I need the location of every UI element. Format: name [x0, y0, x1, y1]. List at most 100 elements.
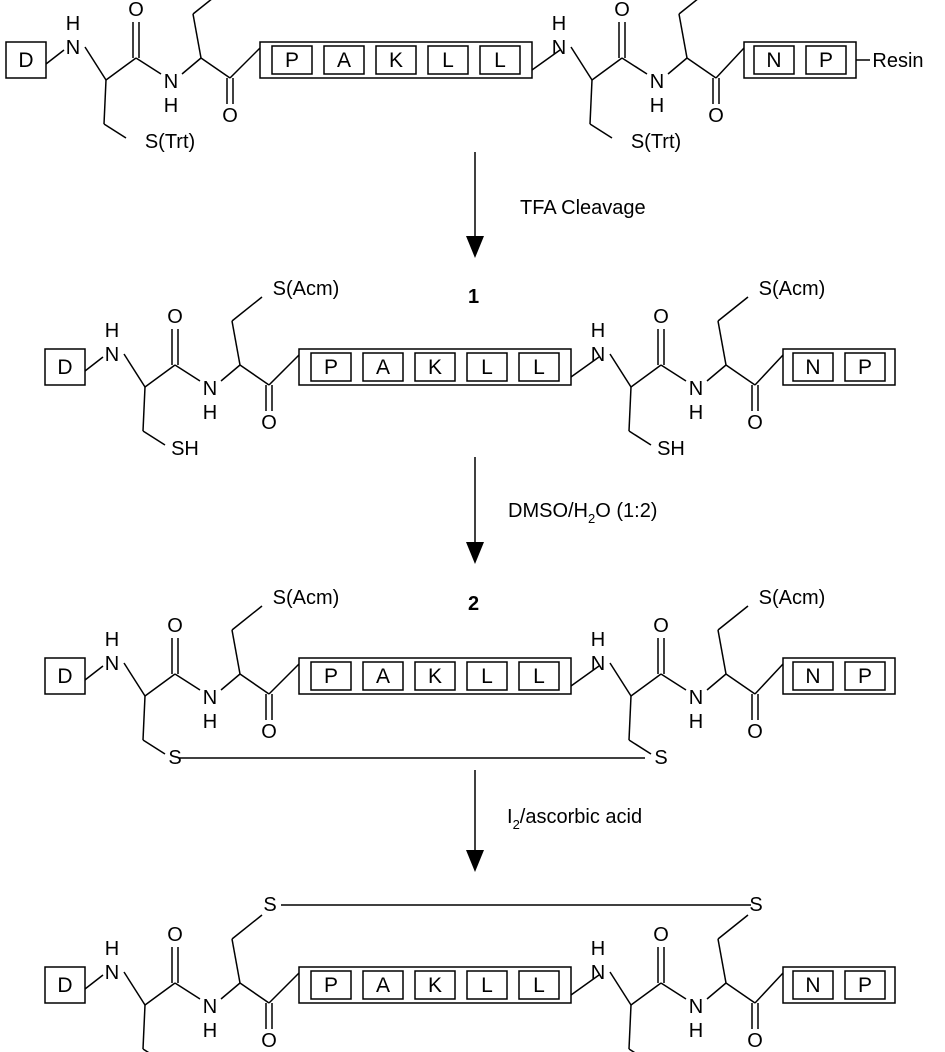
oxygen-atom: O	[167, 924, 183, 946]
nitrogen-atom: N	[591, 344, 605, 366]
residue-box: K	[414, 352, 456, 382]
residue-letter: A	[376, 665, 390, 688]
oxygen-atom: O	[708, 105, 724, 127]
residue-letter: P	[324, 665, 338, 688]
residue-letter: L	[481, 356, 493, 379]
acm-protecting-group: S(Acm)	[759, 587, 826, 609]
residue-letter: A	[376, 356, 390, 379]
nitrogen-atom: N	[591, 962, 605, 984]
residue-box: N	[792, 661, 834, 691]
residue-letter: L	[533, 665, 545, 688]
hydrogen-atom: H	[203, 402, 217, 424]
residue-box: D	[44, 966, 86, 1004]
residue-box: P	[844, 970, 886, 1000]
residue-letter: P	[858, 974, 872, 997]
residue-box: L	[466, 661, 508, 691]
trt-protecting-group: S(Trt)	[631, 131, 681, 153]
residue-box: N	[792, 352, 834, 382]
hydrogen-atom: H	[689, 1020, 703, 1042]
residue-box: D	[44, 348, 86, 386]
oxygen-atom: O	[614, 0, 630, 21]
residue-letter: L	[533, 356, 545, 379]
residue-letter: D	[18, 49, 33, 72]
residue-box: P	[844, 352, 886, 382]
compound-label-2: 2	[468, 593, 479, 615]
residue-letter: P	[858, 356, 872, 379]
residue-letter: K	[428, 356, 442, 379]
residue-box: P	[310, 661, 352, 691]
residue-letter: P	[819, 49, 833, 72]
residue-box: D	[5, 41, 47, 79]
reagent-tfa-cleavage: TFA Cleavage	[520, 197, 646, 219]
oxygen-atom: O	[747, 412, 763, 434]
sulfur-atom: S	[654, 747, 667, 769]
nitrogen-atom: N	[203, 378, 217, 400]
residue-letter: L	[481, 665, 493, 688]
peptide-resin-bound: DNHONHS(Acm)OS(Trt)PAKLLNHONHS(Acm)OS(Tr…	[5, 0, 924, 153]
residue-box: P	[805, 45, 847, 75]
nitrogen-atom: N	[66, 37, 80, 59]
oxygen-atom: O	[261, 721, 277, 743]
residue-box: L	[427, 45, 469, 75]
oxygen-atom: O	[261, 412, 277, 434]
nitrogen-atom: N	[105, 344, 119, 366]
hydrogen-atom: H	[105, 938, 119, 960]
residue-letter: N	[805, 974, 820, 997]
residue-box: A	[362, 352, 404, 382]
hydrogen-atom: H	[650, 95, 664, 117]
residue-box: P	[310, 970, 352, 1000]
residue-letter: D	[57, 356, 72, 379]
nitrogen-atom: N	[203, 996, 217, 1018]
nitrogen-atom: N	[591, 653, 605, 675]
oxygen-atom: O	[261, 1030, 277, 1052]
oxygen-atom: O	[167, 306, 183, 328]
residue-box: A	[362, 661, 404, 691]
nitrogen-atom: N	[650, 71, 664, 93]
hydrogen-atom: H	[105, 629, 119, 651]
residue-letter: D	[57, 974, 72, 997]
arrow-step-1	[466, 152, 484, 258]
residue-letter: P	[324, 974, 338, 997]
resin-label: Resin	[872, 50, 923, 72]
hydrogen-atom: H	[591, 629, 605, 651]
oxygen-atom: O	[653, 924, 669, 946]
trt-protecting-group: S(Trt)	[145, 131, 195, 153]
residue-box: L	[518, 970, 560, 1000]
arrow-step-2	[466, 457, 484, 564]
residue-letter: P	[324, 356, 338, 379]
compound-label-1: 1	[468, 286, 479, 308]
residue-letter: A	[376, 974, 390, 997]
hydrogen-atom: H	[203, 711, 217, 733]
residue-letter: K	[389, 49, 403, 72]
residue-box: L	[518, 661, 560, 691]
residue-box: A	[323, 45, 365, 75]
residue-box: K	[414, 661, 456, 691]
residue-letter: N	[805, 665, 820, 688]
residue-letter: N	[805, 356, 820, 379]
nitrogen-atom: N	[203, 687, 217, 709]
reagent-iodine-ascorbic: I2/ascorbic acid	[507, 806, 642, 832]
hydrogen-atom: H	[591, 320, 605, 342]
residue-letter: P	[285, 49, 299, 72]
residue-letter: L	[481, 974, 493, 997]
nitrogen-atom: N	[689, 687, 703, 709]
residue-box: K	[414, 970, 456, 1000]
oxygen-atom: O	[222, 105, 238, 127]
residue-box: N	[792, 970, 834, 1000]
residue-letter: L	[442, 49, 454, 72]
residue-letter: K	[428, 665, 442, 688]
residue-box: D	[44, 657, 86, 695]
sulfur-atom: S	[263, 894, 276, 916]
nitrogen-atom: N	[105, 962, 119, 984]
hydrogen-atom: H	[591, 938, 605, 960]
residue-box: P	[844, 661, 886, 691]
acm-protecting-group: S(Acm)	[759, 278, 826, 300]
residue-letter: N	[766, 49, 781, 72]
sulfur-atom: S	[749, 894, 762, 916]
residue-letter: A	[337, 49, 351, 72]
nitrogen-atom: N	[164, 71, 178, 93]
nitrogen-atom: N	[552, 37, 566, 59]
oxygen-atom: O	[747, 721, 763, 743]
hydrogen-atom: H	[164, 95, 178, 117]
